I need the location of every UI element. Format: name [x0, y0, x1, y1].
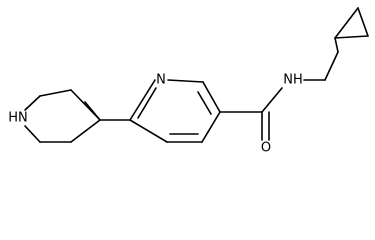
bond — [129, 119, 168, 143]
bond — [149, 79, 156, 89]
bond — [137, 87, 157, 119]
bond — [70, 89, 101, 121]
bond — [261, 87, 283, 113]
amide-nh-label: NH — [283, 73, 303, 88]
molecule-structure-diagram: N NH O HN — [8, 7, 369, 156]
bond — [334, 37, 339, 53]
bond — [201, 111, 221, 143]
bond — [334, 7, 359, 39]
pyridine-ring — [99, 79, 221, 143]
cyclopropylmethyl-group — [303, 7, 369, 81]
bond — [334, 35, 369, 39]
bond — [197, 91, 212, 115]
amide-group — [219, 87, 283, 141]
bond — [24, 95, 41, 111]
bond — [24, 125, 41, 143]
bond — [202, 81, 221, 113]
bond — [39, 89, 72, 97]
piperidine-nh-label: HN — [8, 111, 28, 126]
bond — [357, 7, 369, 37]
bond — [324, 51, 339, 81]
piperidine-ring — [24, 89, 101, 143]
bond — [167, 79, 204, 83]
bond — [70, 119, 101, 143]
pyridine-nitrogen-label: N — [156, 73, 166, 88]
carbonyl-oxygen-label: O — [261, 141, 271, 156]
bond — [129, 87, 151, 121]
